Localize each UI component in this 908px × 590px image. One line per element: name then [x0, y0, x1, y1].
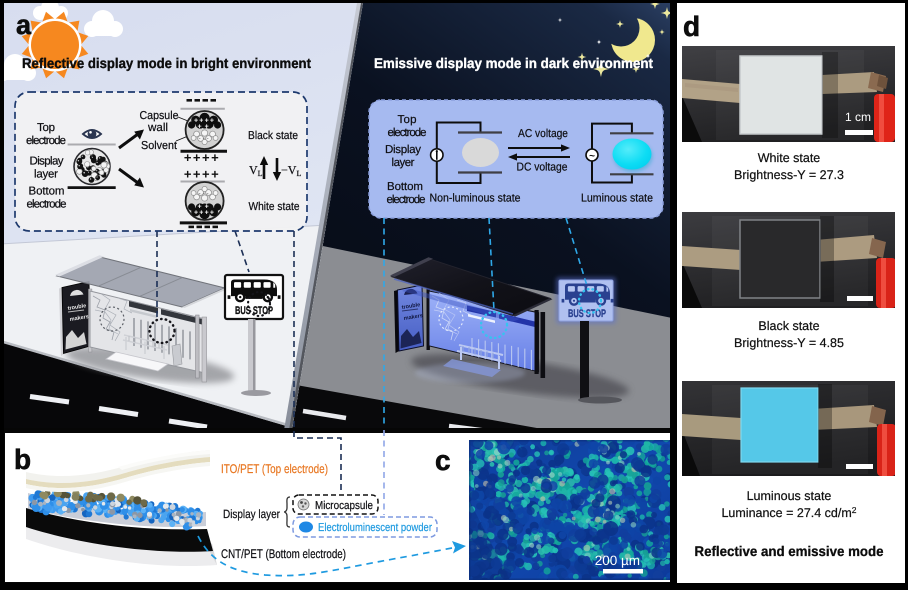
svg-text:electrode: electrode [27, 199, 67, 211]
svg-text:Emissive display mode in dark: Emissive display mode in dark environmen… [374, 55, 653, 71]
svg-text:Brightness-Y = 4.85: Brightness-Y = 4.85 [734, 336, 844, 350]
svg-text:Luminous state: Luminous state [747, 489, 832, 503]
svg-text:trouble: trouble [67, 303, 86, 312]
svg-text:CNT/PET (Bottom electrode): CNT/PET (Bottom electrode) [221, 547, 346, 561]
svg-text:Luminous state: Luminous state [581, 193, 653, 205]
svg-text:---: --- [199, 191, 211, 197]
svg-text:layer: layer [392, 157, 415, 169]
svg-text:electrode: electrode [388, 127, 427, 139]
svg-text:Luminance = 27.4 cd/m2: Luminance = 27.4 cd/m2 [721, 505, 856, 520]
svg-text:b: b [14, 444, 31, 475]
svg-text:Black state: Black state [248, 130, 298, 142]
svg-text:Top: Top [398, 114, 417, 126]
svg-text:electrode: electrode [26, 135, 66, 147]
svg-text:d: d [683, 11, 700, 42]
svg-text:White state: White state [249, 201, 300, 213]
svg-text:---: --- [199, 136, 211, 142]
svg-text:Top: Top [37, 122, 55, 134]
svg-text:++: ++ [198, 123, 212, 130]
svg-text:Black state: Black state [758, 319, 819, 333]
svg-text:electrode: electrode [387, 194, 426, 206]
svg-text:White state: White state [758, 151, 821, 165]
svg-text:Capsule: Capsule [140, 110, 179, 122]
svg-text:++++: ++++ [194, 117, 215, 124]
svg-text:Non-luminous state: Non-luminous state [430, 193, 521, 205]
svg-text:c: c [435, 445, 451, 476]
svg-text:ITO/PET (Top electrode): ITO/PET (Top electrode) [221, 462, 328, 476]
svg-text:BUS STOP: BUS STOP [235, 305, 273, 317]
svg-text:DC voltage: DC voltage [517, 162, 568, 174]
svg-text:Microcapsule: Microcapsule [315, 500, 373, 512]
svg-text:200 µm: 200 µm [595, 553, 640, 568]
svg-text:Display: Display [30, 156, 64, 168]
svg-text:BUS STOP: BUS STOP [568, 308, 606, 320]
svg-text:layer: layer [34, 169, 58, 181]
svg-text:−VL: −VL [281, 163, 301, 178]
svg-text:Bottom: Bottom [29, 186, 65, 198]
svg-text:trouble: trouble [401, 302, 420, 311]
svg-text:++++: ++++ [184, 150, 220, 165]
svg-text:makers: makers [69, 314, 89, 323]
svg-text:1 cm: 1 cm [845, 110, 871, 124]
svg-text:~: ~ [589, 151, 595, 162]
svg-text:a: a [16, 10, 32, 40]
svg-text:Reflective and emissive mode: Reflective and emissive mode [695, 543, 884, 559]
svg-text:Display: Display [385, 144, 421, 156]
svg-text:AC voltage: AC voltage [518, 128, 568, 140]
svg-text:Bottom: Bottom [387, 181, 423, 193]
svg-text:Reflective display mode in bri: Reflective display mode in bright enviro… [22, 55, 311, 71]
svg-text:wall: wall [147, 122, 168, 134]
svg-text:Display layer: Display layer [223, 507, 280, 521]
svg-text:Brightness-Y = 27.3: Brightness-Y = 27.3 [734, 168, 844, 182]
svg-text:makers: makers [403, 313, 423, 322]
svg-text:Electroluminescent powder: Electroluminescent powder [318, 522, 432, 534]
svg-text:++++: ++++ [194, 209, 215, 216]
svg-text:Solvent: Solvent [141, 140, 178, 152]
svg-text:++++: ++++ [184, 167, 220, 182]
svg-text:++: ++ [198, 203, 212, 210]
